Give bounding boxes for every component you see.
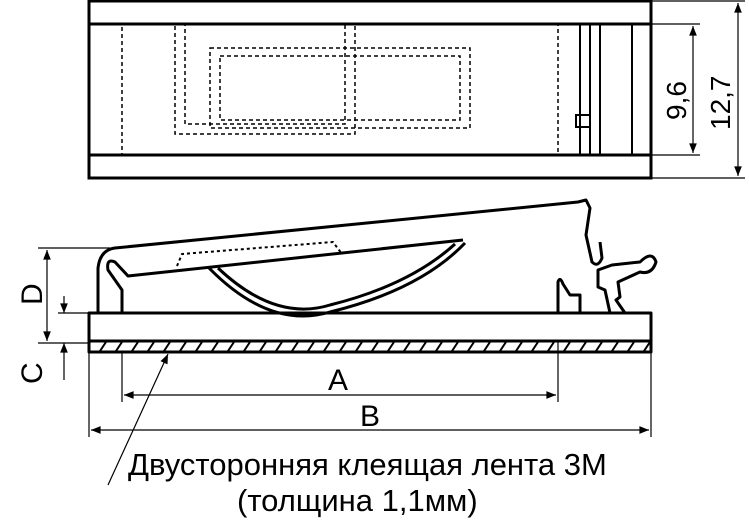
dim-c-label: C: [16, 362, 49, 384]
caption-line-1: Двусторонняя клеящая лента 3M: [128, 447, 607, 482]
dim-b-label: B: [360, 400, 380, 433]
side-dimensions: [38, 247, 652, 486]
top-dimensions: [651, 0, 745, 179]
dim-d-label: D: [16, 283, 49, 305]
caption-line-2: (толщина 1,1мм): [237, 483, 478, 518]
top-view: [87, 0, 653, 180]
dim-12-7: 12,7: [705, 76, 736, 131]
dim-9-6: 9,6: [661, 81, 692, 120]
dim-a-label: A: [328, 364, 348, 397]
side-view: [87, 198, 658, 354]
